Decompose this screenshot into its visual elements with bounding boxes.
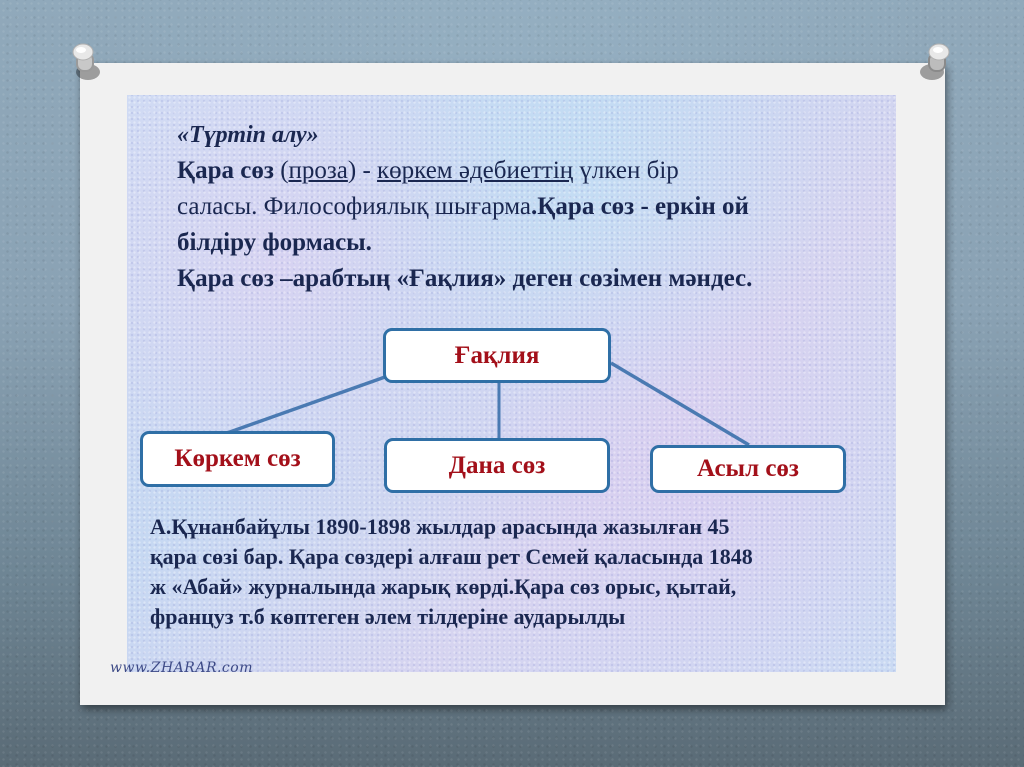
intro-text: «Түртіп алу» Қара сөз (проза) - көркем ә… [177,117,877,297]
link-proza[interactable]: проза [288,157,348,184]
bottom-text-line: А.Құнанбайұлы 1890-1898 жылдар арасында … [150,514,730,539]
pushpin-right-icon [920,43,950,80]
text-fragment-bold: .Қара сөз - еркін ой [531,193,749,220]
diagram-node-korkem-soz: Көркем сөз [140,431,335,487]
term-kara-soz: Қара сөз [177,157,274,184]
watermark: www.ZHARAR.com [110,660,253,676]
bottom-text-line: ж «Абай» журналында жарық көрді.Қара сөз… [150,574,737,599]
connector-right [610,361,750,447]
text-fragment: саласы. Философиялық шығарма [177,193,532,220]
node-label: Асыл сөз [697,455,799,482]
bottom-text-line: француз т.б көптеген әлем тілдеріне ауда… [150,604,626,629]
diagram-node-dana-soz: Дана сөз [384,438,610,493]
text-fragment: үлкен бір [573,157,679,184]
diagram-node-asyl-soz: Асыл сөз [650,445,846,493]
slide-image: «Түртіп алу» Қара сөз (проза) - көркем ә… [127,95,896,672]
definition-line-3: білдіру формасы. [177,229,372,256]
node-label: Көркем сөз [174,445,301,472]
bottom-text-line: қара сөзі бар. Қара сөздері алғаш рет Се… [150,544,753,569]
slide-heading: «Түртіп алу» [177,122,319,148]
definition-line-1: Қара сөз (проза) - көркем әдебиеттің үлк… [177,153,877,189]
bottom-text: А.Құнанбайұлы 1890-1898 жылдар арасында … [150,512,880,632]
text-fragment: ) - [347,157,378,184]
text-fragment: ( [273,157,289,184]
diagram-root-node: Ғақлия [383,328,611,383]
pushpin-left-icon [72,43,100,80]
definition-line-4: Қара сөз –арабтың «Ғақлия» деген сөзімен… [177,265,753,292]
definition-line-2: саласы. Философиялық шығарма.Қара сөз - … [177,189,877,225]
diagram-connectors [226,361,750,447]
node-label: Дана сөз [448,451,546,479]
root-label: Ғақлия [454,341,540,369]
connector-left [226,375,386,435]
link-korkem-adebiet[interactable]: көркем әдебиеттің [377,157,574,184]
